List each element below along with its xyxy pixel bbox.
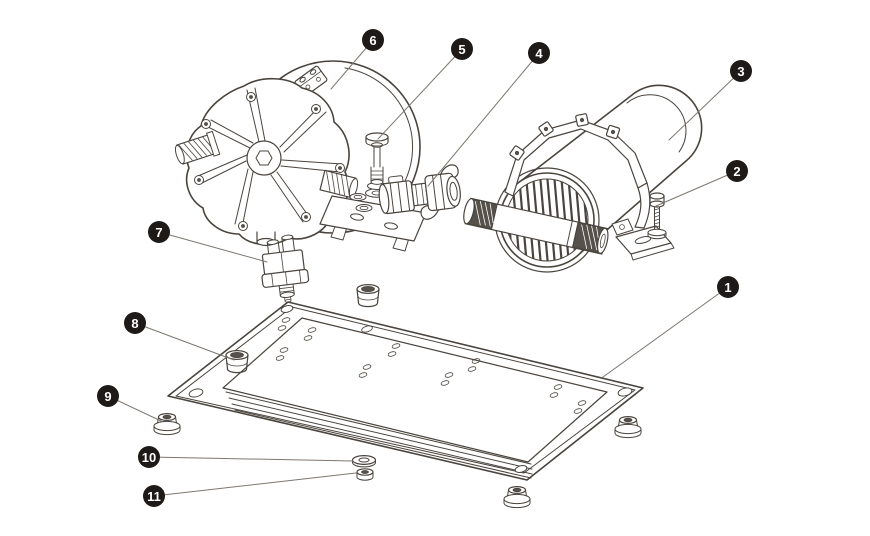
strap-ear-3 bbox=[575, 113, 589, 127]
callout-5-number: 5 bbox=[458, 42, 465, 57]
callout-8: 8 bbox=[124, 312, 235, 361]
callout-4-leader bbox=[427, 52, 540, 187]
rubber-grommets-drawing bbox=[225, 283, 380, 374]
corner-hole-north bbox=[280, 305, 294, 313]
callout-11: 11 bbox=[143, 472, 357, 507]
washer-drawing bbox=[351, 454, 377, 468]
pressure-switch-drawing bbox=[261, 234, 310, 303]
callout-7-number: 7 bbox=[155, 225, 162, 240]
callout-6: 6 bbox=[330, 29, 384, 90]
strap-ear-2 bbox=[538, 121, 554, 137]
foot-bottom bbox=[503, 485, 531, 509]
switch-thread-stub bbox=[279, 291, 295, 299]
callout-9: 9 bbox=[97, 385, 162, 422]
motor-assembly-drawing bbox=[463, 84, 703, 273]
strap-ear-1 bbox=[509, 145, 525, 161]
callout-2-number: 2 bbox=[733, 164, 740, 179]
callout-3: 3 bbox=[668, 60, 752, 141]
nut-drawing bbox=[356, 468, 374, 481]
callout-4: 4 bbox=[427, 42, 550, 187]
callout-8-balloon bbox=[124, 312, 146, 334]
callout-3-number: 3 bbox=[737, 64, 744, 79]
threaded-pipe bbox=[463, 197, 609, 255]
plate-platform bbox=[222, 317, 608, 463]
dome-band-line bbox=[344, 67, 414, 182]
callout-7: 7 bbox=[148, 221, 268, 263]
callout-2-balloon bbox=[726, 160, 748, 182]
callout-6-balloon bbox=[362, 29, 384, 51]
rubber-feet-drawing bbox=[153, 412, 642, 509]
motor-rear-rim bbox=[626, 94, 687, 153]
callout-7-leader bbox=[158, 231, 268, 263]
strap-ear-4 bbox=[605, 124, 621, 140]
grommet-left bbox=[225, 349, 249, 374]
callout-5-leader bbox=[377, 48, 463, 140]
switch-hex-collar bbox=[261, 268, 310, 288]
grommet-top bbox=[356, 283, 380, 308]
corner-hole-south bbox=[514, 465, 528, 473]
callout-1-number: 1 bbox=[724, 280, 731, 295]
callouts-layer: 1 2 3 4 5 6 7 bbox=[97, 29, 752, 507]
corner-hole-west bbox=[188, 388, 204, 398]
callout-10-number: 10 bbox=[142, 450, 156, 465]
callout-11-leader bbox=[153, 472, 357, 497]
plate-ribs bbox=[225, 391, 533, 479]
callout-7-balloon bbox=[148, 221, 170, 243]
callout-10-balloon bbox=[138, 446, 160, 468]
plate-inner-edge bbox=[175, 306, 636, 474]
corner-hole-east bbox=[617, 387, 633, 397]
callout-3-leader bbox=[668, 70, 742, 141]
callout-2-leader bbox=[655, 170, 738, 207]
callout-11-number: 11 bbox=[147, 489, 161, 504]
pump-inlet-port bbox=[174, 130, 221, 165]
pump-assembly-drawing bbox=[174, 60, 427, 252]
callout-4-number: 4 bbox=[535, 46, 543, 61]
pump-outlet-port bbox=[319, 169, 359, 199]
base-plate-drawing bbox=[167, 301, 644, 481]
callout-9-balloon bbox=[97, 385, 119, 407]
foot-right bbox=[614, 415, 642, 439]
pump-head-screw-bosses bbox=[194, 92, 345, 231]
pump-head-hub bbox=[246, 140, 282, 176]
callout-5: 5 bbox=[377, 38, 473, 140]
plate-slot-holes bbox=[275, 317, 587, 414]
callout-1-leader bbox=[602, 286, 729, 378]
callout-2: 2 bbox=[655, 160, 748, 207]
callout-9-number: 9 bbox=[104, 389, 111, 404]
callout-10: 10 bbox=[138, 446, 354, 468]
pump-bracket bbox=[319, 193, 427, 252]
pump-head-ribs bbox=[197, 87, 343, 229]
callout-6-number: 6 bbox=[369, 33, 376, 48]
swivel-fitting-drawing bbox=[378, 164, 461, 220]
mounting-screw bbox=[647, 192, 667, 240]
callout-8-leader bbox=[134, 322, 235, 361]
callout-5-balloon bbox=[451, 38, 473, 60]
callout-11-balloon bbox=[143, 485, 165, 507]
callout-8-number: 8 bbox=[131, 316, 138, 331]
callout-1-balloon bbox=[717, 276, 739, 298]
callout-1: 1 bbox=[602, 276, 739, 378]
callout-4-balloon bbox=[528, 42, 550, 64]
foot-left bbox=[153, 412, 181, 436]
callout-10-leader bbox=[148, 456, 354, 462]
callout-3-balloon bbox=[730, 60, 752, 82]
plate-outline bbox=[167, 301, 644, 481]
bracket-ear bbox=[611, 218, 634, 236]
